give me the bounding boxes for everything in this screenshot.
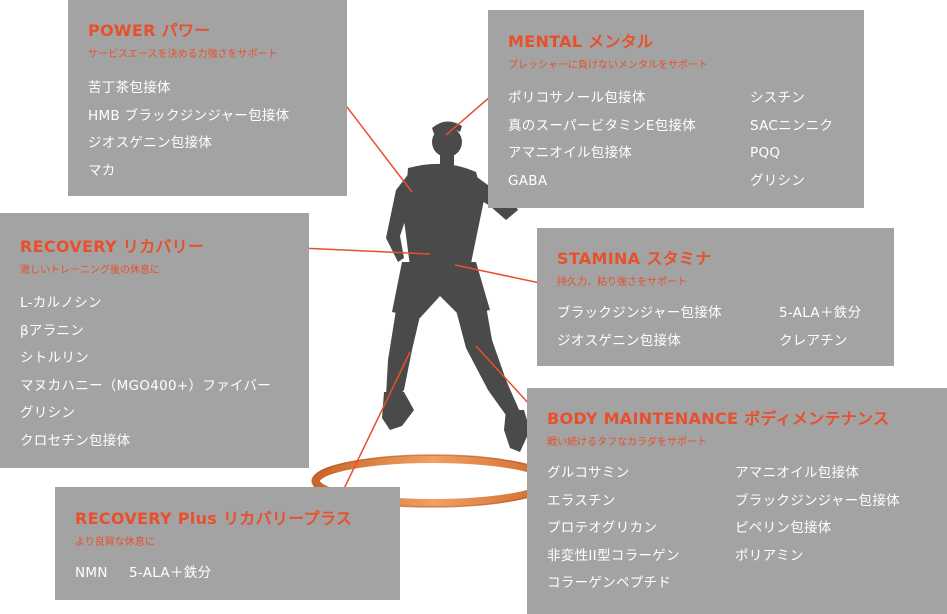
stamina-item: ブラックジンジャー包接体 bbox=[557, 305, 722, 321]
body-maintenance-panel: BODY MAINTENANCE ボディメンテナンス 戦い続けるタフなカラダをサ… bbox=[527, 388, 947, 614]
stamina-subtitle: 持久力、粘り強さをサポート bbox=[557, 277, 687, 288]
power-item: HMB ブラックジンジャー包接体 bbox=[88, 107, 290, 124]
power-item: ジオスゲニン包接体 bbox=[88, 135, 213, 151]
mental-item: グリシン bbox=[750, 172, 806, 189]
power-title: POWER パワー bbox=[88, 21, 211, 40]
body-item: コラーゲンペプチド bbox=[547, 575, 672, 591]
recovery-plus-subtitle: より良質な休息に bbox=[75, 537, 155, 548]
body-subtitle: 戦い続けるタフなカラダをサポート bbox=[547, 437, 707, 448]
power-subtitle: サービスエースを決める力強さをサポート bbox=[88, 49, 278, 60]
body-item: エラスチン bbox=[547, 492, 616, 509]
recovery-plus-item: NMN bbox=[75, 565, 108, 581]
body-connector bbox=[475, 345, 531, 406]
recovery-panel: RECOVERY リカバリー 激しいトレーニング後の休息に L-カルノシン βア… bbox=[0, 213, 309, 468]
mental-item: SACニンニク bbox=[750, 117, 834, 134]
recovery-item: βアラニン bbox=[20, 322, 85, 339]
power-item: マカ bbox=[88, 162, 116, 179]
power-item: 苦丁茶包接体 bbox=[88, 80, 171, 96]
body-item: 非変性II型コラーゲン bbox=[547, 547, 680, 564]
mental-title: MENTAL メンタル bbox=[508, 32, 654, 51]
body-item: ポリアミン bbox=[735, 547, 804, 564]
body-item: アマニオイル包接体 bbox=[735, 465, 860, 481]
recovery-item: クロセチン包接体 bbox=[20, 432, 131, 449]
recovery-plus-item: 5-ALA＋鉄分 bbox=[129, 565, 212, 581]
body-item: ピペリン包接体 bbox=[735, 520, 832, 536]
stamina-panel: STAMINA スタミナ 持久力、粘り強さをサポート ブラックジンジャー包接体 … bbox=[537, 228, 894, 366]
stamina-title: STAMINA スタミナ bbox=[557, 249, 712, 268]
mental-item: ポリコサノール包接体 bbox=[508, 90, 646, 106]
recovery-subtitle: 激しいトレーニング後の休息に bbox=[20, 265, 160, 276]
mental-item: PQQ bbox=[750, 145, 781, 161]
stamina-connector bbox=[454, 264, 541, 284]
mental-item: GABA bbox=[508, 172, 548, 189]
recovery-item: L-カルノシン bbox=[20, 295, 102, 311]
body-item: グルコサミン bbox=[547, 465, 630, 481]
mental-item: シスチン bbox=[750, 90, 806, 106]
recovery-plus-panel: RECOVERY Plus リカバリープラス より良質な休息に NMN 5-AL… bbox=[55, 487, 400, 600]
recovery-item: シトルリン bbox=[20, 350, 89, 366]
mental-connector bbox=[445, 95, 492, 136]
stamina-item: 5-ALA＋鉄分 bbox=[779, 305, 862, 321]
body-title: BODY MAINTENANCE ボディメンテナンス bbox=[547, 409, 890, 428]
power-panel: POWER パワー サービスエースを決める力強さをサポート 苦丁茶包接体 HMB… bbox=[68, 0, 347, 196]
mental-item: 真のスーパービタミンE包接体 bbox=[508, 117, 697, 134]
mental-panel: MENTAL メンタル プレッシャーに負けないメンタルをサポート ポリコサノール… bbox=[488, 10, 864, 208]
recovery-connector bbox=[299, 247, 431, 255]
body-item: ブラックジンジャー包接体 bbox=[735, 492, 900, 509]
recovery-title: RECOVERY リカバリー bbox=[20, 237, 205, 256]
mental-subtitle: プレッシャーに負けないメンタルをサポート bbox=[508, 60, 708, 71]
power-connector bbox=[333, 89, 413, 193]
stamina-item: クレアチン bbox=[779, 332, 848, 349]
body-item: プロテオグリカン bbox=[547, 520, 658, 536]
stamina-item: ジオスゲニン包接体 bbox=[557, 332, 682, 349]
recovery-plus-title: RECOVERY Plus リカバリープラス bbox=[75, 509, 353, 528]
recovery-item: グリシン bbox=[20, 405, 76, 421]
recovery-item: マヌカハニー（MGO400+）ファイバー bbox=[20, 377, 272, 394]
mental-item: アマニオイル包接体 bbox=[508, 145, 633, 161]
